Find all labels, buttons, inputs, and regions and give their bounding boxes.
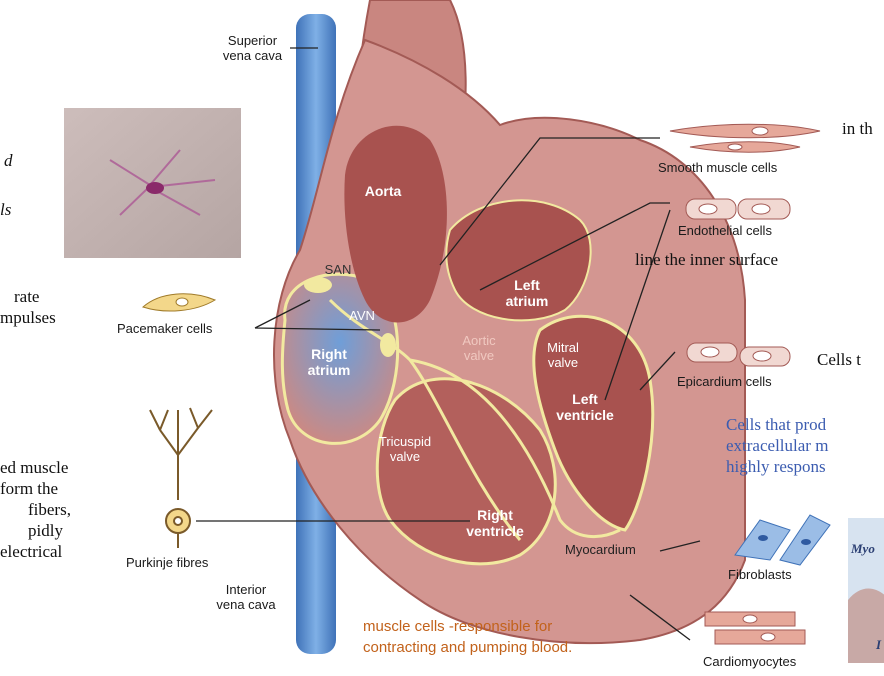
left-atrium-chamber — [445, 199, 592, 322]
endothelial-description: line the inner surface — [635, 250, 779, 269]
left-purkinje-text: ed muscle form the fibers, pidly electri… — [0, 458, 71, 561]
pacemaker-cell-icon — [142, 293, 217, 312]
fibroblast-icon — [734, 514, 831, 566]
endothelial-label: Endothelial cells — [678, 223, 772, 238]
cardiomyocyte-description: muscle cells -responsible for contractin… — [363, 618, 573, 656]
conduction-pathway — [328, 298, 621, 541]
fibroblast-description: Cells that prod extracellular m highly r… — [726, 415, 829, 476]
avn-label: AVN — [349, 308, 375, 323]
cardiomyocyte-icon — [704, 611, 806, 645]
side-card-letter: I — [876, 637, 882, 652]
epicardium-label: Epicardium cells — [677, 374, 772, 389]
epicardium-description: Cells t — [817, 350, 861, 369]
left-italic-text: d ls — [0, 151, 13, 219]
avn-node — [380, 333, 396, 357]
smooth-muscle-cell-icon — [669, 123, 821, 153]
epicardium-cell-icon — [686, 342, 791, 367]
right-ventricle-chamber — [375, 377, 557, 566]
left-pacemaker-text: rate mpulses — [0, 287, 56, 327]
san-node — [304, 277, 332, 293]
side-card — [848, 518, 884, 663]
side-card-title: Myo — [851, 541, 875, 556]
pacemaker-label: Pacemaker cells — [117, 321, 213, 336]
san-label: SAN — [324, 262, 352, 277]
cardiomyocytes-label: Cardiomyocytes — [703, 654, 797, 669]
fibroblasts-label: Fibroblasts — [728, 567, 792, 582]
left-ventricle-chamber — [532, 314, 655, 532]
aorta-chamber — [344, 125, 447, 323]
smooth-muscle-label: Smooth muscle cells — [658, 160, 778, 175]
endothelial-cell-icon — [685, 198, 791, 220]
pointer-lines — [196, 47, 701, 641]
myocardium-label: Myocardium — [565, 542, 636, 557]
purkinje-label: Purkinje fibres — [126, 555, 209, 570]
right-atrium-chamber — [280, 272, 400, 445]
cell-micrograph — [64, 108, 241, 258]
aorta-label: Aorta — [364, 183, 402, 199]
smooth-muscle-description: in th — [842, 119, 873, 138]
purkinje-fibre-icon — [149, 407, 213, 548]
